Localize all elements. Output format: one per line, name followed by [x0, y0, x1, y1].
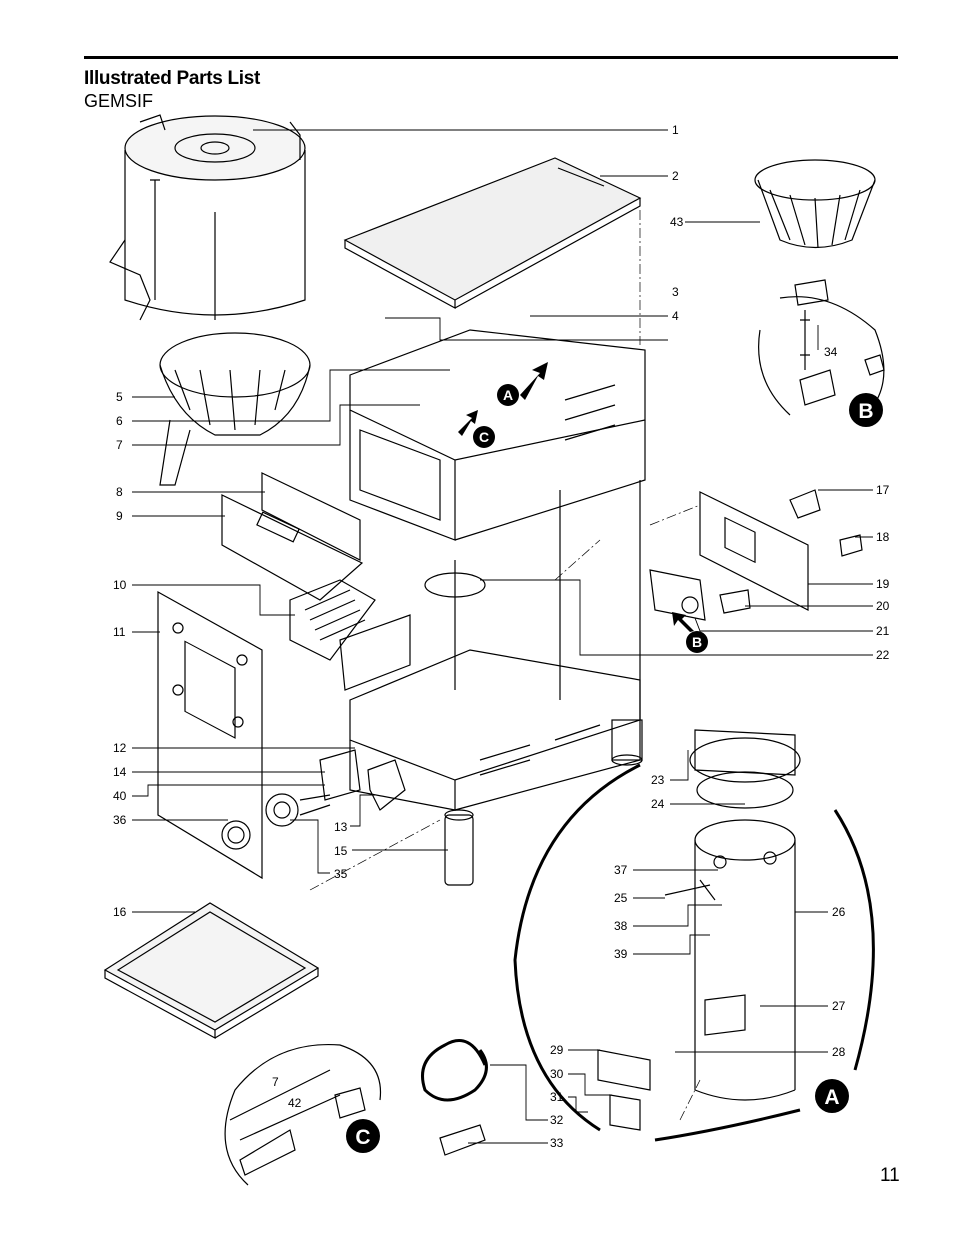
detail-b-drawing	[758, 279, 885, 416]
bracket-assembly-drawing	[424, 489, 863, 621]
callout-20: 20	[876, 599, 890, 613]
detail-badge-a-small: A	[497, 384, 519, 406]
svg-text:C: C	[479, 429, 489, 445]
callout-12: 12	[113, 741, 127, 755]
callout-c-42: 42	[288, 1096, 302, 1110]
callout-28: 28	[832, 1045, 846, 1059]
detail-badge-a-large: A	[815, 1079, 849, 1113]
top-lid-drawing	[343, 157, 642, 310]
callout-43: 43	[670, 215, 684, 229]
callout-19: 19	[876, 577, 890, 591]
access-panel-drawing	[157, 590, 263, 880]
callout-34: 34	[824, 345, 838, 359]
callout-40: 40	[113, 789, 127, 803]
control-panel-drawing	[221, 472, 364, 601]
callout-4: 4	[672, 309, 679, 323]
callout-36: 36	[113, 813, 127, 827]
detail-arrows	[458, 362, 694, 632]
detail-c-drawing	[224, 1043, 382, 1186]
callout-14: 14	[113, 765, 127, 779]
callout-35: 35	[334, 867, 348, 881]
hose-and-tube-drawing	[421, 1039, 488, 1156]
callout-8: 8	[116, 485, 123, 499]
svg-text:C: C	[355, 1126, 370, 1149]
callout-6: 6	[116, 414, 123, 428]
svg-text:A: A	[824, 1086, 839, 1109]
callout-39: 39	[614, 947, 628, 961]
valve-parts-drawing	[265, 749, 474, 886]
svg-text:A: A	[503, 387, 513, 403]
callout-21: 21	[876, 624, 890, 638]
callout-27: 27	[832, 999, 846, 1013]
callout-1: 1	[672, 123, 679, 137]
page-title: Illustrated Parts List	[84, 68, 261, 89]
alignment-lines	[309, 210, 701, 1121]
callout-17: 17	[876, 483, 890, 497]
callout-5: 5	[116, 390, 123, 404]
leader-lines	[132, 129, 873, 1144]
callout-15: 15	[334, 844, 348, 858]
callout-numbers: 1 2 3 4 5 6 7 8 9 10 11 12 13 14 15 16 1…	[113, 123, 890, 1150]
callout-32: 32	[550, 1113, 564, 1127]
callout-23: 23	[651, 773, 665, 787]
detail-badge-c-small: C	[473, 426, 495, 448]
model-subtitle: GEMSIF	[84, 91, 154, 111]
callout-26: 26	[832, 905, 846, 919]
callout-10: 10	[113, 578, 127, 592]
callout-7: 7	[116, 438, 123, 452]
control-board-drawing	[289, 579, 411, 691]
callout-16: 16	[113, 905, 127, 919]
tank-drawing	[597, 729, 801, 1131]
callout-3: 3	[672, 285, 679, 299]
callout-33: 33	[550, 1136, 564, 1150]
server-drawing	[109, 114, 306, 321]
brewer-body-drawing	[349, 329, 646, 811]
callout-2: 2	[672, 169, 679, 183]
callout-25: 25	[614, 891, 628, 905]
paper-filter-drawing	[754, 159, 876, 249]
callout-29: 29	[550, 1043, 564, 1057]
detail-badge-c-large: C	[346, 1119, 380, 1153]
detail-badge-b-large: B	[849, 393, 883, 427]
svg-text:B: B	[858, 400, 873, 423]
callout-13: 13	[334, 820, 348, 834]
callout-30: 30	[550, 1067, 564, 1081]
callout-c-7: 7	[272, 1075, 279, 1089]
header-rule	[84, 56, 898, 59]
drip-tray-drawing	[103, 902, 320, 1040]
callout-37: 37	[614, 863, 628, 877]
detail-badge-b-small: B	[686, 631, 708, 653]
page-number: 11	[880, 1165, 900, 1186]
callout-9: 9	[116, 509, 123, 523]
callout-11: 11	[113, 625, 126, 639]
callout-24: 24	[651, 797, 665, 811]
brew-funnel-drawing	[159, 332, 311, 486]
callout-38: 38	[614, 919, 628, 933]
svg-text:B: B	[692, 634, 702, 650]
callout-31: 31	[550, 1090, 564, 1104]
detail-a-arc	[513, 763, 641, 1132]
callout-18: 18	[876, 530, 890, 544]
callout-22: 22	[876, 648, 890, 662]
